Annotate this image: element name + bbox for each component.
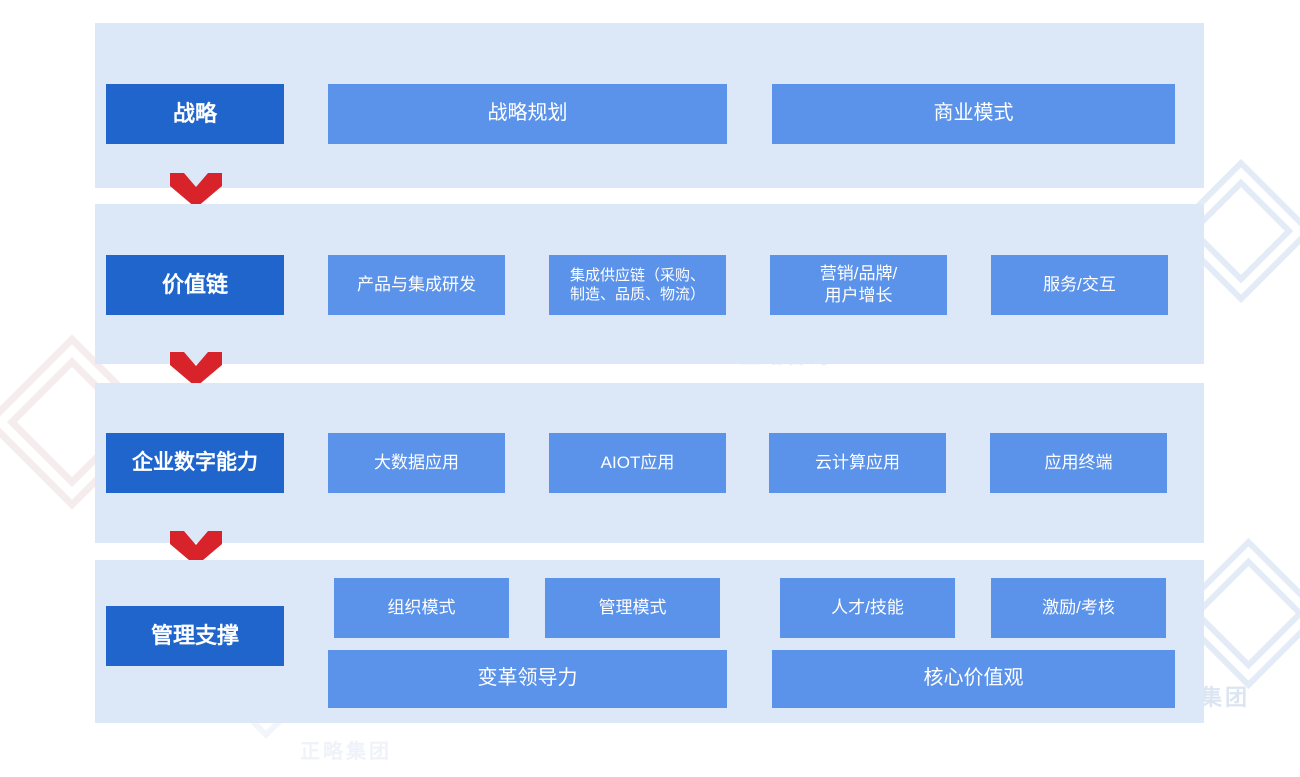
row-label-value-chain[interactable]: 价值链 xyxy=(106,255,284,315)
item-box-marketing-brand-growth[interactable]: 营销/品牌/ 用户增长 xyxy=(770,255,947,315)
item-box-talent-skills[interactable]: 人才/技能 xyxy=(780,578,955,638)
item-box-incentive-assessment[interactable]: 激励/考核 xyxy=(991,578,1166,638)
item-box-service-interaction[interactable]: 服务/交互 xyxy=(991,255,1168,315)
item-box-application-terminal[interactable]: 应用终端 xyxy=(990,433,1167,493)
item-box-strategy-planning[interactable]: 战略规划 xyxy=(328,84,727,144)
down-arrow-icon xyxy=(170,173,222,208)
item-box-business-model[interactable]: 商业模式 xyxy=(772,84,1175,144)
row-label-digital-capability[interactable]: 企业数字能力 xyxy=(106,433,284,493)
item-box-core-values[interactable]: 核心价值观 xyxy=(772,650,1175,708)
down-arrow-icon xyxy=(170,531,222,566)
item-box-management-model[interactable]: 管理模式 xyxy=(545,578,720,638)
item-box-supply-chain[interactable]: 集成供应链（采购、 制造、品质、物流） xyxy=(549,255,726,315)
item-box-change-leadership[interactable]: 变革领导力 xyxy=(328,650,727,708)
down-arrow-icon xyxy=(170,352,222,387)
item-box-aiot-application[interactable]: AIOT应用 xyxy=(549,433,726,493)
item-box-bigdata-application[interactable]: 大数据应用 xyxy=(328,433,505,493)
watermark-text: 正略集团 xyxy=(300,741,392,763)
item-box-organization-model[interactable]: 组织模式 xyxy=(334,578,509,638)
row-label-management-support[interactable]: 管理支撑 xyxy=(106,606,284,666)
item-box-product-rd[interactable]: 产品与集成研发 xyxy=(328,255,505,315)
row-label-strategy[interactable]: 战略 xyxy=(106,84,284,144)
item-box-cloud-application[interactable]: 云计算应用 xyxy=(769,433,946,493)
